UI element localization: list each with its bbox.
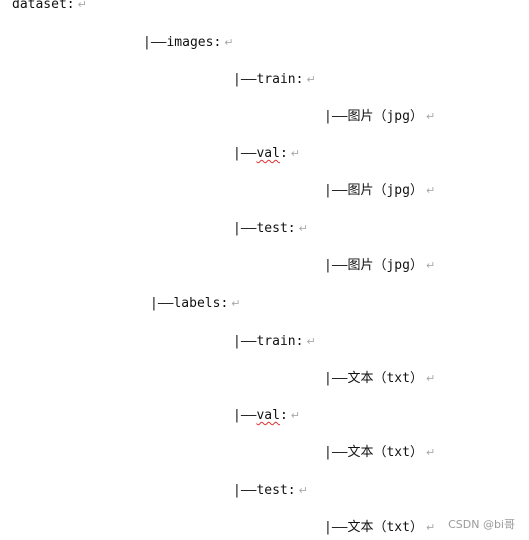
tree-line-images: |——images:↵	[143, 35, 234, 50]
tree-line-labels-train-txt: |——文本（txt）↵	[324, 371, 436, 386]
paragraph-mark-icon: ↵	[425, 259, 436, 272]
tree-line-labels-val: |——val:↵	[233, 408, 301, 423]
paragraph-mark-icon: ↵	[224, 36, 234, 49]
spellcheck-word: val	[256, 146, 280, 161]
paragraph-mark-icon: ↵	[298, 222, 308, 235]
paragraph-mark-icon: ↵	[77, 0, 87, 11]
tree-line-images-val: |——val:↵	[233, 146, 301, 161]
spellcheck-word: val	[256, 408, 280, 423]
paragraph-mark-icon: ↵	[306, 73, 316, 86]
tree-line-labels-train: |——train:↵	[233, 334, 316, 349]
tree-line-images-test: |——test:↵	[233, 221, 308, 236]
tree-line-labels-test: |——test:↵	[233, 483, 308, 498]
paragraph-mark-icon: ↵	[425, 110, 436, 123]
paragraph-mark-icon: ↵	[306, 335, 316, 348]
tree-line-labels-test-txt: |——文本（txt）↵	[324, 520, 436, 535]
paragraph-mark-icon: ↵	[298, 484, 308, 497]
tree-line-images-train: |——train:↵	[233, 72, 316, 87]
paragraph-mark-icon: ↵	[425, 184, 436, 197]
tree-line-labels: |——labels:↵	[150, 296, 241, 311]
paragraph-mark-icon: ↵	[290, 409, 301, 422]
paragraph-mark-icon: ↵	[425, 521, 436, 534]
paragraph-mark-icon: ↵	[290, 147, 301, 160]
tree-line-images-test-jpg: |——图片（jpg）↵	[324, 258, 436, 273]
watermark: CSDN @bi哥	[448, 518, 515, 531]
tree-line-dataset: dataset:↵	[12, 0, 87, 12]
paragraph-mark-icon: ↵	[425, 372, 436, 385]
paragraph-mark-icon: ↵	[425, 446, 436, 459]
paragraph-mark-icon: ↵	[231, 297, 241, 310]
tree-line-images-val-jpg: |——图片（jpg）↵	[324, 183, 436, 198]
tree-line-images-train-jpg: |——图片（jpg）↵	[324, 109, 436, 124]
tree-line-labels-val-txt: |——文本（txt）↵	[324, 445, 436, 460]
